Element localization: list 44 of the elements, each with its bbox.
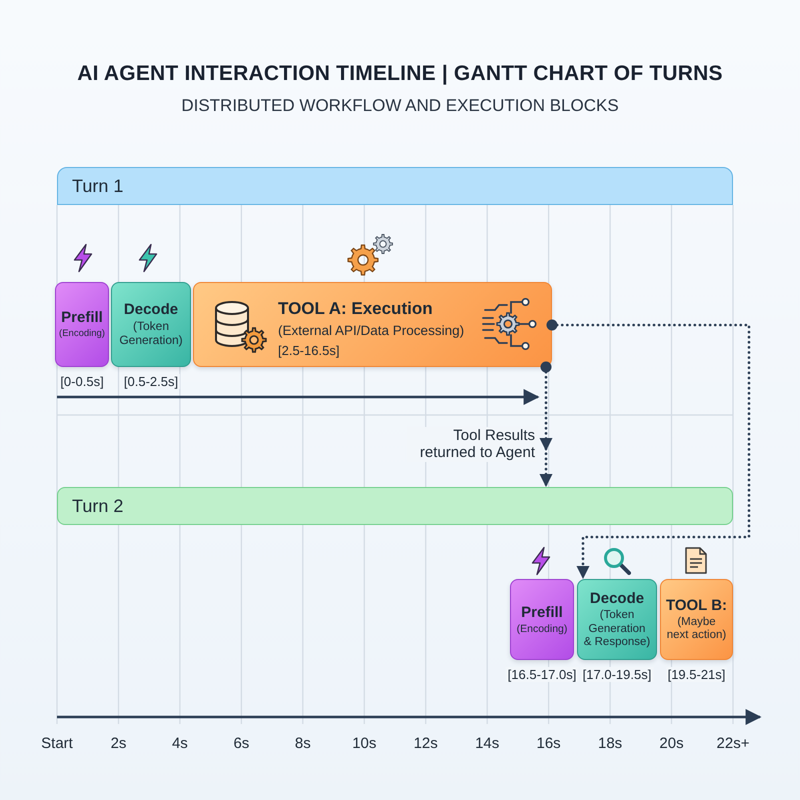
time-range-label: [2.5-16.5s] xyxy=(278,343,340,358)
axis-tick-label: 22s+ xyxy=(716,735,750,752)
axis-tick-label: Start xyxy=(41,735,73,752)
connector-arrow xyxy=(540,362,552,488)
task-bar xyxy=(510,579,574,660)
lane-title: Turn 2 xyxy=(72,496,124,516)
axis-tick-label: 14s xyxy=(475,735,500,752)
axis-tick-label: 12s xyxy=(414,735,438,752)
task-bar xyxy=(111,282,191,367)
bar-title: TOOL B: xyxy=(666,596,728,614)
axis-tick-label: 18s xyxy=(598,735,622,752)
bar-subtitle: (Encoding) xyxy=(59,328,105,340)
bar-subtitle: (Token Generation & Response) xyxy=(582,609,652,649)
time-range-label: [19.5-21s] xyxy=(666,667,728,682)
bar-title: Prefill xyxy=(521,604,563,622)
bar-subtitle: (External API/Data Processing) xyxy=(278,323,464,338)
axis-tick-label: 10s xyxy=(352,735,376,752)
lane-header-bar xyxy=(57,487,733,525)
axis-tick-label: 8s xyxy=(294,735,311,752)
time-range-label: [0.5-2.5s] xyxy=(122,374,180,389)
axis-tick-label: 2s xyxy=(110,735,126,752)
bar-title: Prefill xyxy=(61,309,103,327)
lane-title: Turn 1 xyxy=(72,176,124,196)
axis-tick-label: 6s xyxy=(233,735,250,752)
bar-title: Decode xyxy=(124,301,178,318)
time-range-label: [0-0.5s] xyxy=(58,374,106,389)
bar-subtitle: (Maybe next action) xyxy=(666,616,728,642)
bar-title: Decode xyxy=(590,590,644,608)
bar-title: TOOL A: Execution xyxy=(278,299,433,319)
axis-tick-label: 16s xyxy=(536,735,561,752)
lane-header-bar xyxy=(57,167,733,205)
bar-subtitle: (Token Generation) xyxy=(118,320,184,348)
task-bar xyxy=(55,282,109,367)
subtitle: DISTRIBUTED WORKFLOW AND EXECUTION BLOCKS xyxy=(181,96,619,116)
time-range-label: [17.0-19.5s] xyxy=(580,667,654,682)
axis-tick-label: 20s xyxy=(659,735,684,752)
title: AI AGENT INTERACTION TIMELINE | GANTT CHART OF TURNS xyxy=(77,62,723,86)
task-bar xyxy=(577,579,657,660)
axis-tick-label: 4s xyxy=(172,735,188,752)
connector-arrow xyxy=(546,320,750,580)
time-range-label: [16.5-17.0s] xyxy=(506,667,578,682)
task-bar xyxy=(193,282,552,367)
bar-subtitle: (Encoding) xyxy=(516,623,568,636)
task-bar xyxy=(660,579,733,660)
